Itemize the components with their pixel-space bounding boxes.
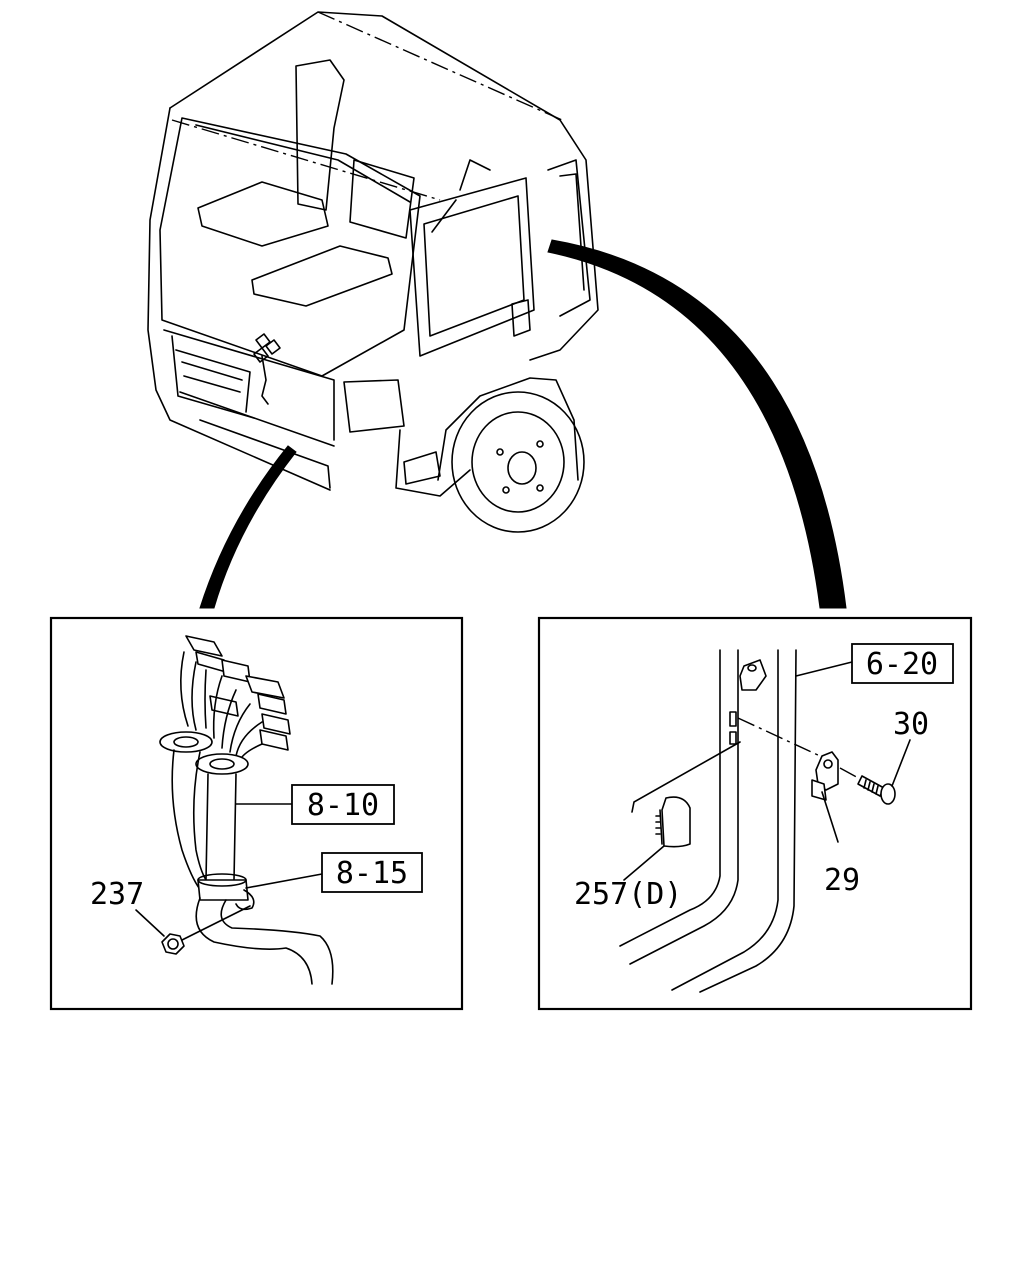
part-number-29: 29 (824, 863, 860, 898)
part-number-30: 30 (893, 707, 929, 742)
part-number-237: 237 (90, 877, 144, 912)
ref-label-8-10: 8-10 (307, 788, 379, 823)
ref-box-8-15 (321, 852, 423, 893)
leader-arc-left (199, 445, 297, 609)
leader-237 (135, 909, 165, 937)
truck-cab-illustration (147, 11, 599, 533)
harness-connectors (180, 635, 291, 761)
bracket-part-29 (737, 717, 839, 843)
door-frame-illustration (619, 649, 797, 993)
harness-grommets-and-tube (159, 731, 334, 985)
ref-label-8-15: 8-15 (336, 856, 408, 891)
detail-panel-door (537, 616, 973, 1011)
ref-box-8-10 (291, 784, 395, 825)
nut-part-237 (161, 905, 251, 955)
ref-box-6-20 (851, 643, 954, 684)
pad-part-257 (631, 741, 741, 848)
leader-arc-right (547, 239, 847, 609)
bolt-part-30 (839, 739, 911, 805)
part-number-257d: 257(D) (574, 877, 682, 912)
ref-label-6-20: 6-20 (866, 647, 938, 682)
detail-panel-harness (49, 616, 464, 1011)
leader-257 (623, 845, 665, 881)
leader-6-20 (795, 661, 853, 677)
leader-8-15 (245, 873, 323, 889)
